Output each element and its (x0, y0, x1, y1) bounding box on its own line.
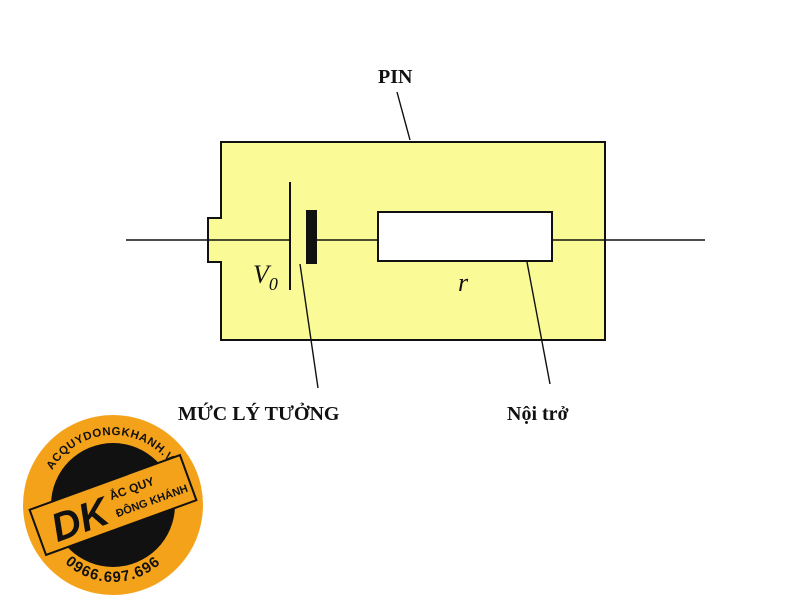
brand-logo: ACQUYDONGKHANH.VN 0966.697.696 DK ẮC QUY… (23, 415, 203, 595)
logo-banner (28, 453, 198, 557)
internal-resistance-label: Nội trở (507, 403, 569, 425)
ideal-level-leader-line (299, 263, 319, 389)
source-short-plate (306, 210, 317, 264)
resistor-box (377, 211, 553, 262)
voltage-symbol: V0 (253, 260, 278, 294)
internal-resistance-leader-line (526, 261, 551, 385)
pin-label: PIN (378, 66, 413, 88)
resistance-symbol: r (458, 268, 469, 297)
pin-leader-line (396, 91, 411, 141)
ideal-level-label: MỨC LÝ TƯỞNG (178, 401, 340, 425)
